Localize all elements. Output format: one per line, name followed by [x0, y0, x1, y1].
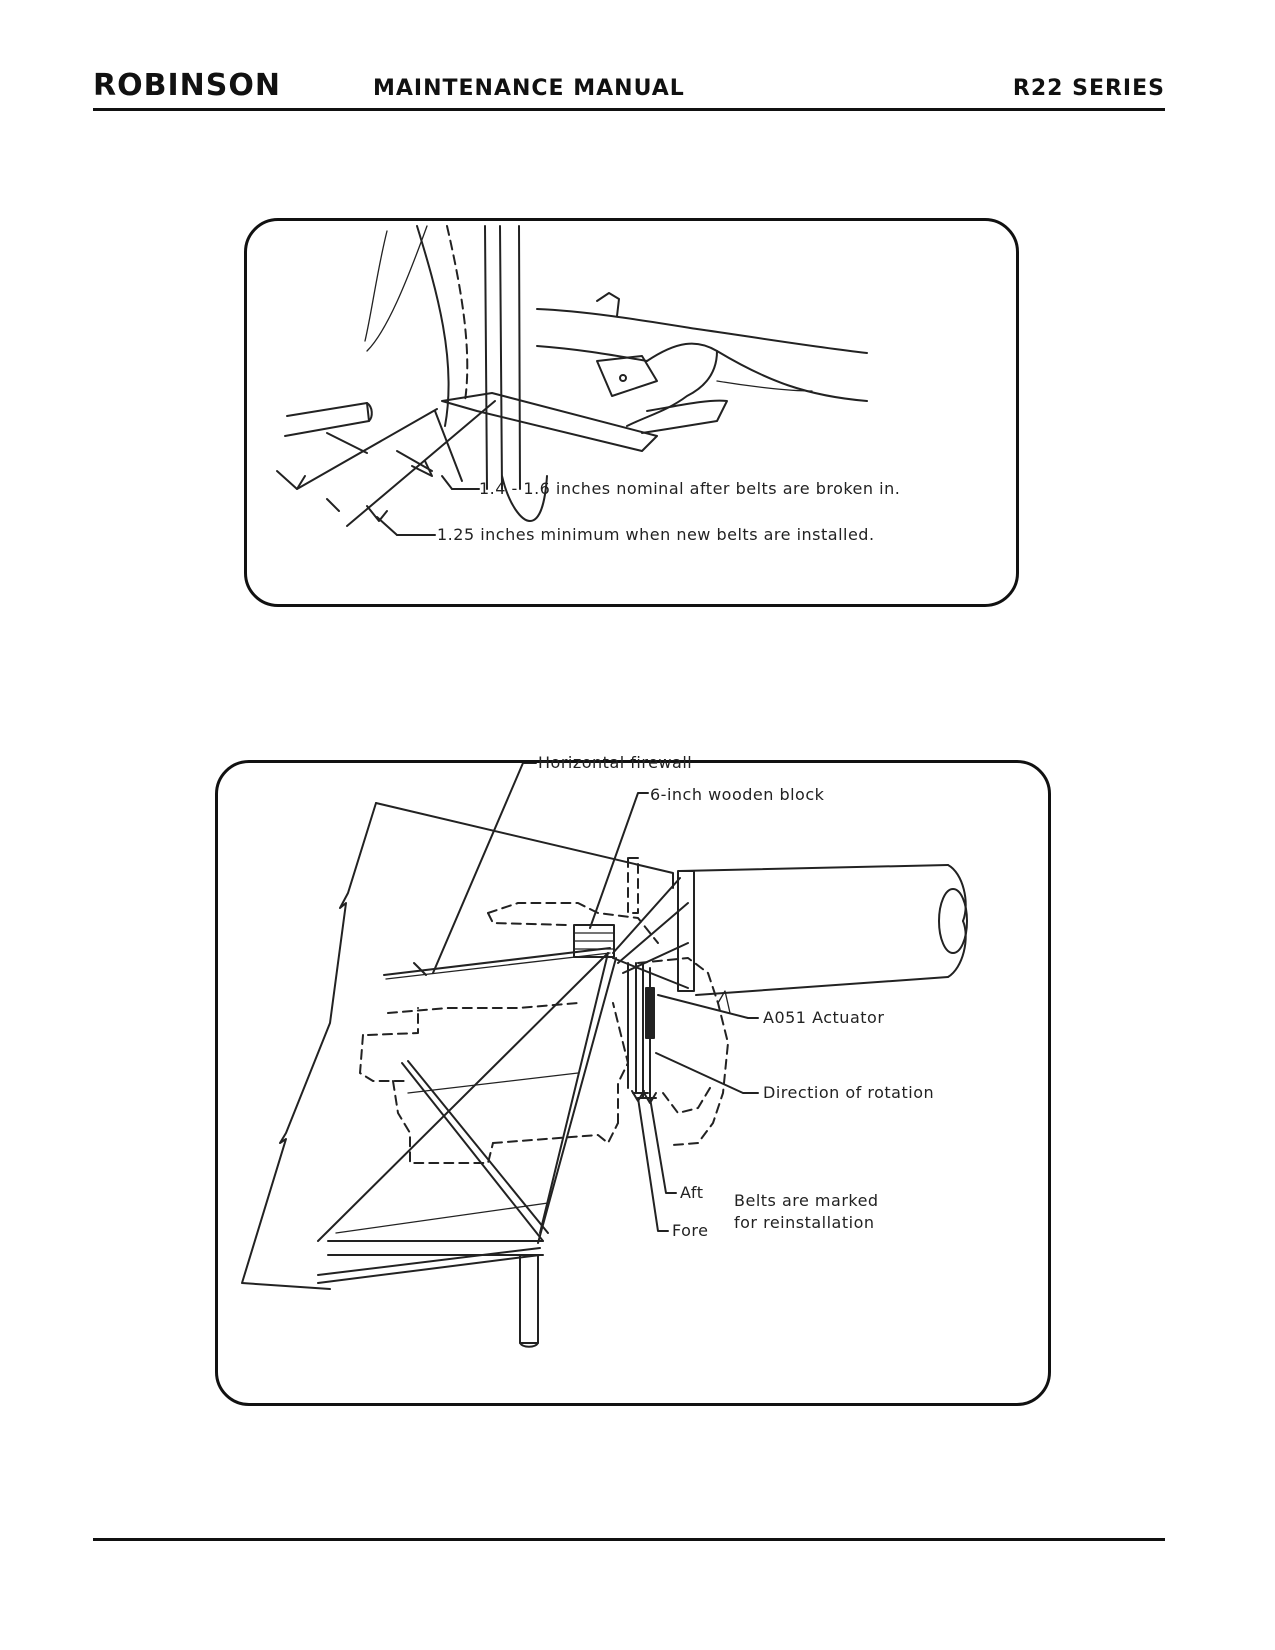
footer-rule: [93, 1538, 1165, 1541]
aft-callout: Aft: [680, 1183, 704, 1202]
series-name: R22 SERIES: [1012, 76, 1165, 101]
fore-callout: Fore: [672, 1221, 709, 1240]
nominal-gap-callout: 1.4 - 1.6 inches nominal after belts are…: [479, 479, 901, 498]
manual-title: MAINTENANCE MANUAL: [373, 76, 685, 101]
drive-assembly-illustration: [241, 763, 968, 1348]
belts-marked-callout-line1: Belts are marked: [734, 1191, 879, 1210]
horizontal-firewall-callout: Horizontal firewall: [538, 753, 693, 772]
wooden-block-callout: 6-inch wooden block: [650, 785, 825, 804]
actuator-callout: A051 Actuator: [763, 1008, 885, 1027]
header-rule: [93, 108, 1165, 111]
rotation-callout: Direction of rotation: [763, 1083, 935, 1102]
belt-gap-figure: 1.4 - 1.6 inches nominal after belts are…: [244, 218, 1019, 607]
belts-marked-callout-line2: for reinstallation: [734, 1213, 875, 1232]
brand-name: ROBINSON: [93, 68, 281, 103]
minimum-gap-callout: 1.25 inches minimum when new belts are i…: [437, 525, 875, 544]
belt-marking-figure: Horizontal firewall 6-inch wooden block …: [215, 753, 1051, 1406]
page-header: ROBINSON MAINTENANCE MANUAL R22 SERIES: [93, 66, 1165, 112]
belt-gap-illustration: [276, 225, 868, 536]
